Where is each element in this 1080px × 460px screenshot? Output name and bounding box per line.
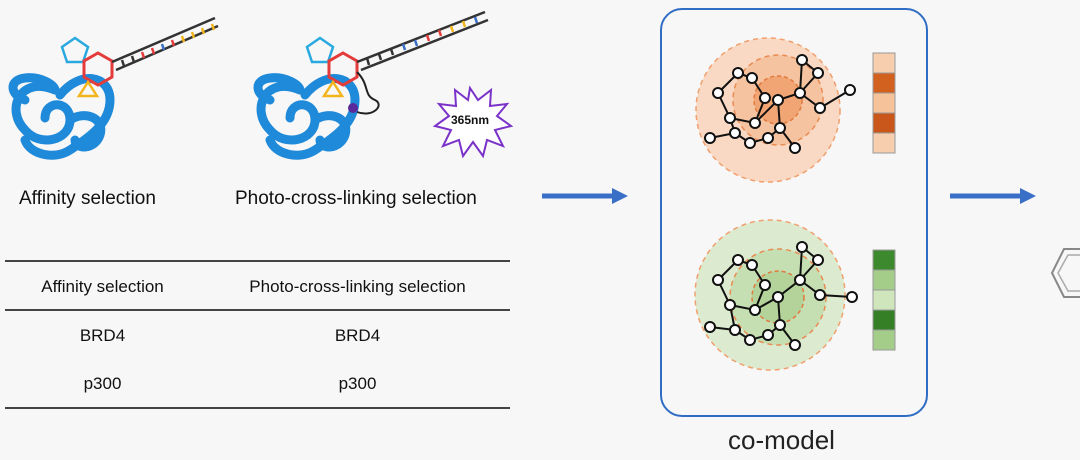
affinity-illustration <box>8 16 219 160</box>
table-header-photo: Photo-cross-linking selection <box>249 277 466 296</box>
arrow-right-icon <box>542 188 628 204</box>
green-graph-icon <box>694 219 858 371</box>
table-cell: BRD4 <box>334 326 381 345</box>
dna-tag-icon <box>356 10 489 72</box>
triangle-icon <box>76 79 100 98</box>
table-cell: BRD4 <box>79 326 126 345</box>
pentagon-icon <box>305 36 335 64</box>
partial-hexagon-icon <box>1050 248 1080 298</box>
pentagon-icon <box>60 36 90 64</box>
arrow-right-icon <box>950 188 1036 204</box>
table-header-affinity: Affinity selection <box>41 277 164 296</box>
table-top-rule <box>5 260 510 262</box>
photo-crosslink-illustration <box>253 10 514 160</box>
uv-burst-icon <box>432 85 514 159</box>
linker-icon <box>356 71 380 115</box>
orange-feature-vector <box>872 52 896 154</box>
orange-graph-icon <box>695 37 856 183</box>
table-mid-rule <box>5 309 510 311</box>
affinity-selection-label: Affinity selection <box>19 188 156 209</box>
green-feature-vector <box>872 249 896 351</box>
co-model-caption: co-model <box>728 425 835 455</box>
uv-burst-label: 365nm <box>451 113 490 127</box>
crosslink-dot-icon <box>348 103 358 113</box>
triangle-icon <box>321 79 345 98</box>
table-cell: p300 <box>338 374 377 393</box>
protein-icon <box>253 73 360 160</box>
dna-tag-icon <box>111 16 219 72</box>
table-cell: p300 <box>83 374 122 393</box>
table-bottom-rule <box>5 407 510 409</box>
protein-icon <box>8 73 115 160</box>
photo-crosslinking-label: Photo-cross-linking selection <box>235 188 477 209</box>
